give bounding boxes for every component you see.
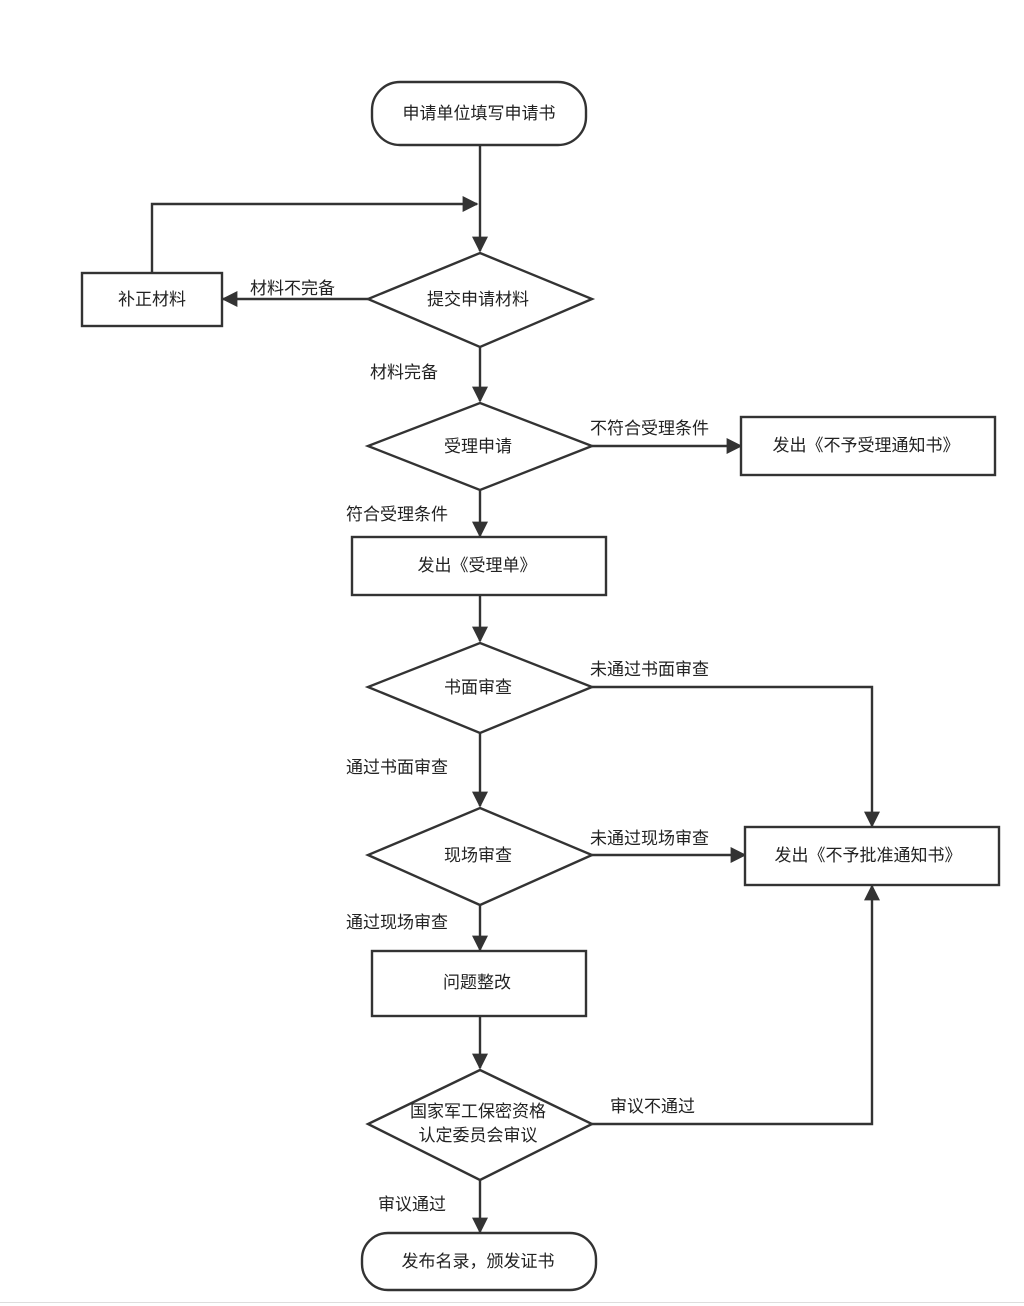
submit-decision [364, 251, 596, 349]
start-label: 申请单位填写申请书 [403, 104, 556, 124]
accept-decision [364, 401, 596, 492]
edge-label-committee-pass: 审议通过 [378, 1195, 446, 1215]
edge-label-complete: 材料完备 [370, 363, 438, 383]
supplement-box [80, 271, 224, 328]
reject-accept-box [739, 415, 997, 477]
reject-approval-label: 发出《不予批准通知书》 [775, 846, 962, 866]
end-terminal [360, 1231, 598, 1292]
submit-label: 提交申请材料 [427, 290, 529, 310]
start-terminal [370, 80, 588, 147]
edge-label-onsite-fail: 未通过现场审查 [590, 829, 709, 849]
written-review-label: 书面审查 [444, 678, 512, 698]
edge-label-committee-fail: 审议不通过 [610, 1097, 695, 1117]
committee-decision [365, 1068, 595, 1182]
edges [150, 145, 880, 1234]
edge-label-incomplete: 材料不完备 [250, 279, 335, 299]
edge-supplement-loop [150, 196, 479, 272]
edge-label-written-pass: 通过书面审查 [346, 758, 448, 778]
nodes: 申请单位填写申请书 提交申请材料 补正材料 受理申请 发出《不予受理通知书》 发… [80, 80, 1001, 1292]
edge-committee-reject [592, 884, 880, 1126]
onsite-review-decision [364, 806, 596, 907]
rectify-box [370, 949, 588, 1018]
onsite-review-label: 现场审查 [444, 846, 512, 866]
receipt-label: 发出《受理单》 [418, 556, 537, 576]
written-review-decision [364, 641, 596, 735]
edge-labels: 材料不完备 材料完备 不符合受理条件 符合受理条件 未通过书面审查 通过书面审查… [250, 279, 709, 1215]
edge-label-onsite-pass: 通过现场审查 [346, 913, 448, 933]
reject-accept-label: 发出《不予受理通知书》 [773, 436, 960, 456]
supplement-label: 补正材料 [118, 290, 186, 310]
bottom-divider [0, 1302, 1024, 1303]
accept-label: 受理申请 [444, 437, 512, 457]
rectify-label: 问题整改 [443, 973, 511, 993]
end-label: 发布名录，颁发证书 [402, 1252, 555, 1272]
edge-label-eligible: 符合受理条件 [346, 505, 448, 525]
reject-approval-box [743, 825, 1001, 887]
receipt-box [350, 535, 608, 597]
edge-written-reject [592, 685, 880, 828]
edge-label-written-fail: 未通过书面审查 [590, 660, 709, 680]
edge-label-not-eligible: 不符合受理条件 [590, 419, 709, 439]
committee-label-line2: 认定委员会审议 [419, 1126, 538, 1146]
committee-label-line1: 国家军工保密资格 [410, 1102, 546, 1122]
